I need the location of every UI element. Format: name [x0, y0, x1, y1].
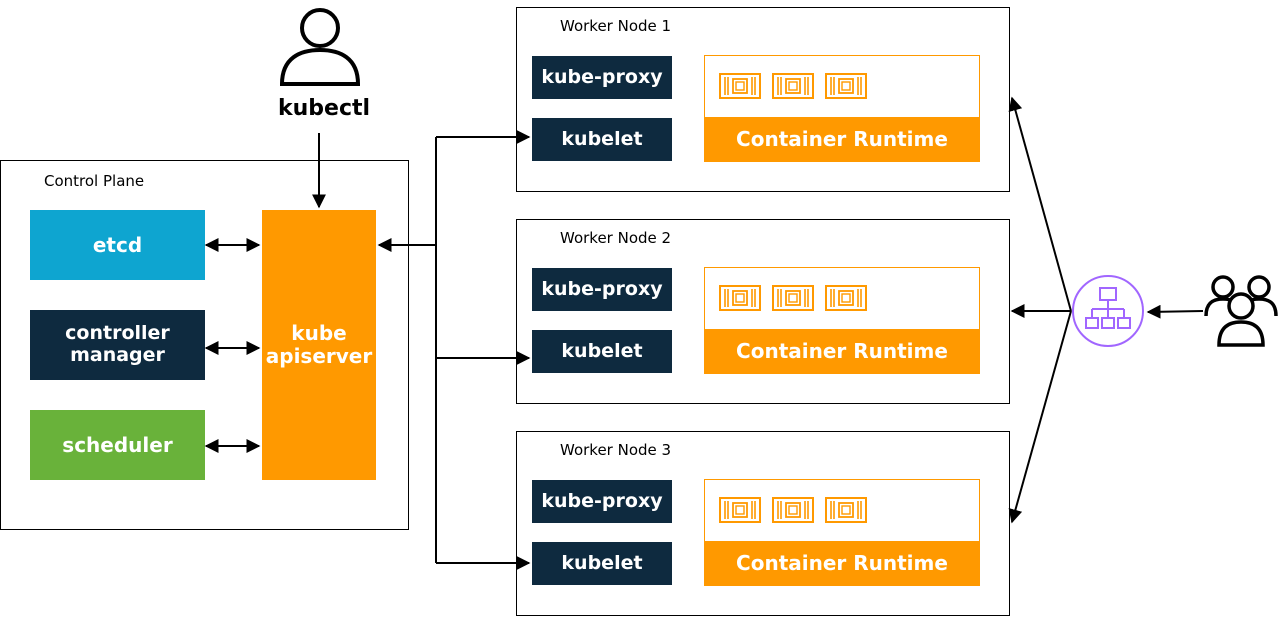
container-chip-icon: [825, 73, 867, 99]
worker-1-container-runtime: Container Runtime: [704, 55, 980, 162]
container-chip-icon: [772, 285, 814, 311]
control-plane-title: Control Plane: [44, 172, 145, 190]
scheduler-box: scheduler: [30, 410, 205, 480]
lb-to-worker-3: [1008, 310, 1072, 524]
users-group-icon: [1204, 275, 1278, 347]
worker-2-runtime-label: Container Runtime: [705, 329, 979, 373]
user-icon: [279, 8, 361, 86]
load-balancer-icon: [1072, 275, 1144, 347]
worker-3-kubelet: kubelet: [532, 542, 672, 585]
worker-3-kube-proxy: kube-proxy: [532, 480, 672, 523]
container-chip-icon: [825, 497, 867, 523]
container-chip-icon: [719, 73, 761, 99]
worker-3-runtime-label: Container Runtime: [705, 541, 979, 585]
worker-2-kubelet: kubelet: [532, 330, 672, 373]
worker-1-kube-proxy: kube-proxy: [532, 56, 672, 99]
worker-node-1-title: Worker Node 1: [560, 17, 672, 35]
worker-1-runtime-label: Container Runtime: [705, 117, 979, 161]
worker-node-3-title: Worker Node 3: [560, 441, 672, 459]
kube-apiserver-box: kube apiserver: [262, 210, 376, 480]
container-chip-icon: [719, 497, 761, 523]
controller-manager-box: controller manager: [30, 310, 205, 380]
container-chip-icon: [772, 497, 814, 523]
worker-3-container-runtime: Container Runtime: [704, 479, 980, 586]
kubectl-label: kubectl: [278, 96, 371, 121]
container-chip-icon: [772, 73, 814, 99]
container-chip-icon: [825, 285, 867, 311]
lb-to-worker-1: [1008, 96, 1072, 312]
container-chip-icon: [719, 285, 761, 311]
worker-2-kube-proxy: kube-proxy: [532, 268, 672, 311]
users-to-lb-arrow: [1146, 304, 1204, 319]
etcd-box: etcd: [30, 210, 205, 280]
worker-1-kubelet: kubelet: [532, 118, 672, 161]
worker-node-2-title: Worker Node 2: [560, 229, 672, 247]
worker-2-container-runtime: Container Runtime: [704, 267, 980, 374]
